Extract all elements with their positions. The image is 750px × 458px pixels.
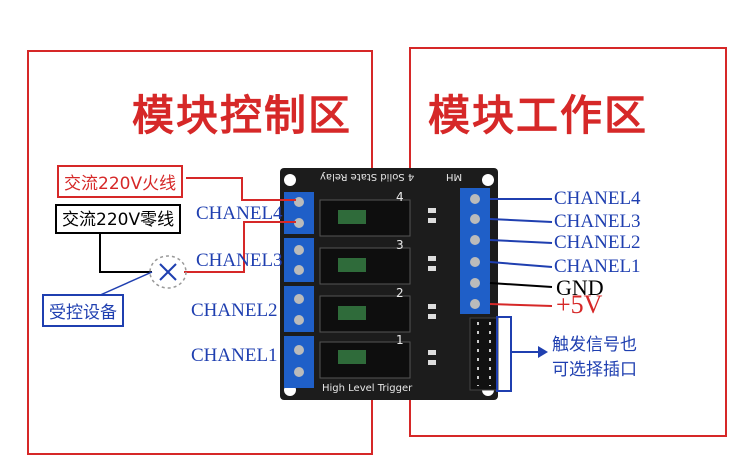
trigger-arrow-head (538, 346, 548, 358)
left-chanel4-label: CHANEL4 (196, 203, 283, 224)
neutral-wire-line (99, 232, 152, 273)
trigger-note-line2: 可选择插口 (552, 360, 637, 380)
device-pointer-line (97, 271, 153, 297)
device-dashed-circle (149, 255, 187, 289)
right-chanel2-label: CHANEL2 (554, 232, 641, 253)
gnd-label: GND (556, 275, 604, 300)
right-ch2-line (489, 239, 553, 244)
board-number-2: 2 (396, 286, 404, 300)
right-chanel3-label: CHANEL3 (554, 211, 641, 232)
live-wire-label: 交流220V火线 (57, 165, 184, 198)
right-terminal-blocks (460, 188, 499, 391)
neutral-wire-label: 交流220V零线 (55, 204, 182, 234)
board-number-1: 1 (396, 333, 404, 347)
left-terminal-blocks (284, 192, 314, 388)
working-zone-title: 模块工作区 (428, 91, 649, 140)
board-number-4: 4 (396, 190, 404, 204)
left-chanel3-label: CHANEL3 (196, 250, 283, 271)
control-zone-title: 模块控制区 (132, 91, 353, 140)
right-ch3-line (489, 218, 553, 223)
board-bottom-text: High Level Trigger (322, 383, 413, 394)
vcc-label: +5V (556, 290, 603, 319)
board-number-3: 3 (396, 238, 404, 252)
relay-modules (319, 199, 436, 379)
board-title: 4 Solid State Relay (320, 171, 415, 182)
device-to-ch4-line (184, 221, 296, 273)
trigger-bracket (496, 316, 512, 392)
right-gnd-line (489, 282, 553, 288)
live-wire-line (186, 177, 296, 201)
board-brand: MH (446, 171, 463, 182)
right-ch1-line (489, 261, 553, 268)
device-cross-b (159, 263, 177, 281)
left-chanel1-label: CHANEL1 (191, 345, 278, 366)
trigger-note-line1: 触发信号也 (552, 335, 637, 355)
mount-hole-top-left (284, 174, 296, 186)
mount-hole-top-right (482, 174, 494, 186)
right-vcc-line (489, 303, 553, 307)
device-label: 受控设备 (42, 294, 124, 327)
left-chanel2-label: CHANEL2 (191, 300, 278, 321)
right-chanel4-label: CHANEL4 (554, 188, 641, 209)
right-chanel1-label: CHANEL1 (554, 256, 641, 277)
